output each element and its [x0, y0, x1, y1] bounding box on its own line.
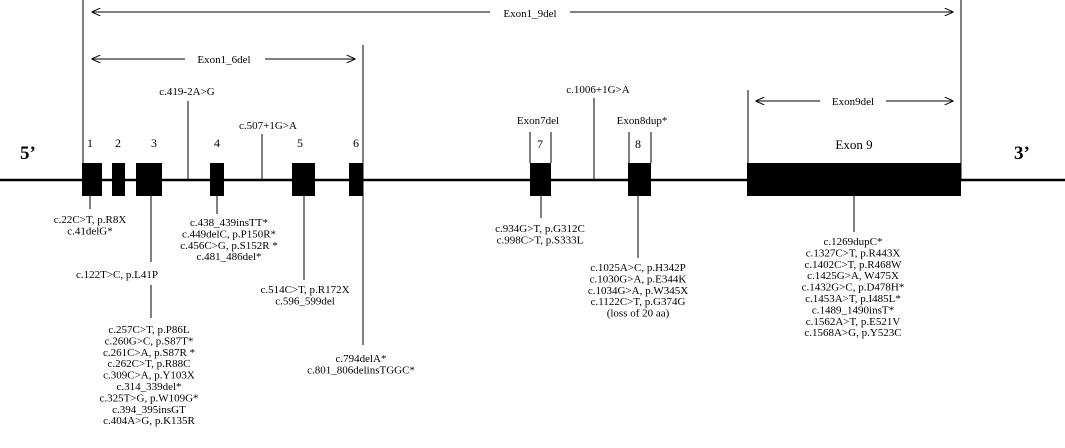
exon6-variants: c.794delA*c.801_806delinsTGGC*: [307, 353, 415, 376]
variant-label: c.404A>G, p.K135R: [103, 415, 195, 427]
variant-label: c.449delC, p.P150R*: [182, 228, 276, 240]
exon-4-box: [210, 163, 224, 196]
variant-label: c.22C>T, p.R8X: [54, 214, 127, 226]
variant-label: c.1568A>G, p.Y523C: [804, 327, 901, 339]
exon-1-label: 1: [87, 136, 93, 150]
variant-label: c.1453A>T, p.I485L*: [805, 293, 901, 305]
variant-label: c.514C>T, p.R172X: [260, 284, 349, 296]
exon4-variants: c.438_439insTT*c.449delC, p.P150R*c.456C…: [180, 217, 278, 263]
variant-label: c.998C>T, p.S333L: [497, 234, 584, 246]
exon7del-label: Exon7del: [517, 115, 559, 127]
c507-label: c.507+1G>A: [239, 120, 297, 132]
exon9-variants: c.1269dupC*c.1327C>T, p.R443Xc.1402C>T, …: [802, 236, 905, 339]
variant-label: c.325T>G, p.W109G*: [99, 392, 198, 404]
exon3-upper-variants: c.122T>C, p.L41P: [76, 269, 158, 281]
exon-4-label: 4: [214, 136, 220, 150]
variant-label: c.481_486del*: [196, 251, 261, 263]
exon-2-box: [112, 163, 125, 196]
c1006-label: c.1006+1G>A: [566, 84, 629, 96]
exon-3-box: [136, 163, 162, 196]
variant-label: c.394_395insGT: [112, 404, 186, 416]
variant-label: c.1327C>T, p.R443X: [806, 247, 901, 259]
variant-label: c.257C>T, p.P86L: [108, 324, 189, 336]
five-prime-label: 5’: [20, 143, 36, 164]
variant-label: c.122T>C, p.L41P: [76, 269, 158, 281]
exon-7-label: 7: [537, 137, 543, 151]
variant-label: c.1030G>A, p.E344K: [590, 273, 687, 285]
exon-2-label: 2: [115, 136, 121, 150]
variant-label: c.596_599del: [275, 295, 335, 307]
variant-label: c.1489_1490insT*: [812, 304, 894, 316]
exon-6-box: [349, 163, 363, 196]
exon1-6del-label: Exon1_6del: [197, 54, 250, 66]
variant-label: c.1432G>C, p.D478H*: [802, 282, 905, 294]
variant-label: c.934G>T, p.G312C: [495, 223, 585, 235]
exon-8-box: [628, 163, 651, 196]
variant-label: c.1034G>A, p.W345X: [588, 285, 688, 297]
variant-label: c.41delG*: [67, 225, 113, 237]
variant-label: (loss of 20 aa): [607, 308, 670, 320]
exon-9-box: [747, 163, 961, 196]
exon-8-label: 8: [635, 137, 641, 151]
variant-label: c.314_339del*: [116, 381, 181, 393]
variant-label: c.438_439insTT*: [190, 217, 268, 229]
exon1-6del-label-bg: [185, 49, 265, 69]
three-prime-label: 3’: [1014, 143, 1030, 164]
exon1-9del-label-bg: [490, 3, 570, 23]
variant-label: c.801_806delinsTGGC*: [307, 364, 415, 376]
c419-label: c.419-2A>G: [159, 86, 214, 98]
variant-label: c.1402C>T, p.R468W: [804, 259, 902, 271]
exon-9-label: Exon 9: [835, 137, 872, 152]
exon9del-label-bg: [820, 91, 886, 111]
exon-1-box: [82, 163, 102, 196]
variant-label: c.261C>A, p.S87R *: [103, 347, 195, 359]
exon-7-box: [530, 163, 551, 196]
variant-label: c.1025A>C, p.H342P: [590, 262, 685, 274]
exon-5-box: [292, 163, 315, 196]
variant-label: c.1122C>T, p.G374G: [591, 296, 686, 308]
exon-5-label: 5: [297, 136, 303, 150]
exon-6-label: 6: [353, 136, 359, 150]
variant-label: c.1269dupC*: [824, 236, 883, 248]
variant-label: c.1425G>A, W475X: [807, 270, 899, 282]
exon-3-label: 3: [151, 136, 157, 150]
variant-label: c.1562A>T, p.E521V: [806, 316, 901, 328]
variant-label: c.262C>T, p.R88C: [108, 358, 191, 370]
variant-label: c.260G>C, p.S87T*: [105, 335, 194, 347]
exon9del-label: Exon9del: [832, 96, 874, 108]
variant-label: c.309C>A, p.Y103X: [103, 370, 195, 382]
exon1-9del-label: Exon1_9del: [503, 8, 556, 20]
variant-label: c.456C>G, p.S152R *: [180, 240, 278, 252]
exon8dup-label: Exon8dup*: [617, 115, 668, 127]
variant-label: c.794delA*: [335, 353, 386, 365]
